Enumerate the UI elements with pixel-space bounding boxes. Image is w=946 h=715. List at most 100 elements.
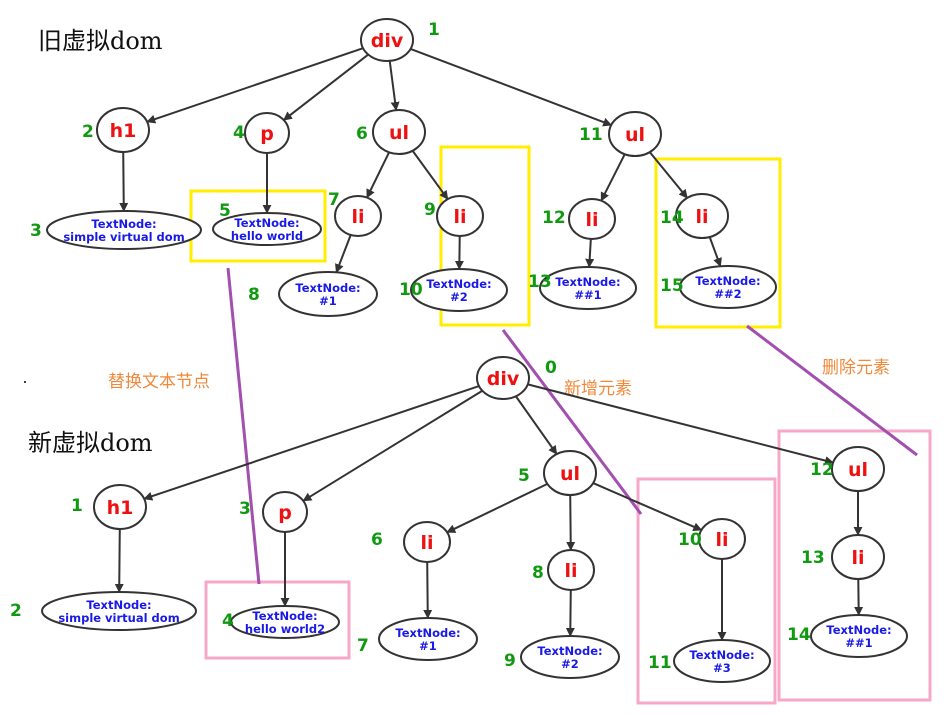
node-ellipse — [831, 534, 885, 580]
node-index-label: 9 — [504, 651, 516, 671]
node-index-label: 7 — [328, 190, 340, 210]
node-index-label: 15 — [660, 276, 684, 296]
connector-remove-element — [746, 324, 918, 457]
node-text-line2: #1 — [419, 639, 437, 653]
edge-n5-to-n8 — [566, 494, 576, 551]
old-node-li-14: li 14 — [660, 193, 729, 239]
node-index-label: 0 — [545, 358, 557, 378]
node-ellipse — [262, 491, 308, 533]
new-highlight-added-li — [636, 477, 777, 705]
node-index-label: 5 — [219, 201, 231, 221]
node-index-label: 1 — [71, 496, 83, 516]
node-text-line2: #3 — [713, 661, 731, 675]
node-index-label: 10 — [399, 280, 423, 300]
node-tag-label: ul — [848, 459, 868, 481]
node-index-label: 2 — [10, 601, 22, 621]
node-index-label: 4 — [222, 611, 234, 631]
node-text-line1: TextNode: — [537, 644, 602, 658]
node-text-line2: #2 — [561, 657, 579, 671]
node-tag-label: li — [585, 209, 598, 231]
node-tag-label: p — [260, 123, 274, 145]
node-ellipse — [539, 266, 637, 310]
node-ellipse — [212, 212, 322, 246]
node-index-label: 11 — [579, 125, 603, 145]
node-ellipse — [608, 111, 662, 157]
node-ellipse — [543, 450, 597, 496]
old-node-text-8: TextNode:#18 — [248, 271, 378, 317]
node-text-line1: TextNode: — [395, 626, 460, 640]
node-text-line2: simple virtual dom — [58, 611, 179, 625]
node-text-line2: hello world — [231, 229, 303, 243]
new-node-li-8: li8 — [532, 549, 595, 591]
node-text-line1: TextNode: — [826, 623, 891, 637]
node-index-label: 11 — [648, 653, 672, 673]
edge-o2-to-o3 — [119, 151, 129, 212]
annotation-remove-element: 删除元素 — [822, 358, 890, 378]
node-tag-label: li — [564, 560, 577, 582]
old-node-li-9: li9 — [424, 195, 484, 237]
node-ellipse — [476, 356, 530, 400]
edge-o11-to-o12 — [600, 153, 626, 202]
node-tag-label: h1 — [110, 120, 137, 142]
node-text-line1: TextNode: — [234, 216, 299, 230]
node-ellipse — [230, 605, 340, 639]
new-node-text-14: TextNode:##1 14 — [787, 614, 908, 658]
node-tag-label: div — [371, 30, 404, 52]
connector-replace-text — [226, 267, 261, 585]
node-ellipse — [673, 639, 771, 683]
old-node-text-10: TextNode:#210 — [399, 268, 508, 312]
node-index-label: 12 — [542, 208, 566, 228]
new-highlight-text-hello-world2 — [204, 580, 351, 660]
node-tag-label: h1 — [107, 497, 134, 519]
node-text-line1: TextNode: — [252, 609, 317, 623]
node-text-line1: TextNode: — [689, 648, 754, 662]
new-node-ul-5: ul5 — [518, 450, 597, 496]
node-ellipse — [831, 446, 885, 492]
node-index-label: 14 — [660, 208, 684, 228]
old-node-text-13: TextNode:##113 — [528, 266, 637, 310]
new-node-text-7: TextNode:#1 7 — [357, 617, 478, 661]
node-index-label: 5 — [518, 466, 530, 486]
node-text-line2: ##1 — [845, 636, 872, 650]
old-vdom-title: 旧虚拟dom — [38, 27, 163, 55]
node-index-label: 14 — [787, 625, 811, 645]
edge-n1-to-n2 — [114, 528, 124, 593]
node-index-label: 4 — [233, 123, 245, 143]
node-index-label: 9 — [424, 200, 436, 220]
node-ellipse — [698, 518, 746, 560]
node-ellipse — [520, 635, 620, 679]
node-ellipse — [360, 18, 414, 62]
edge-o1-to-o6 — [388, 60, 400, 112]
old-highlight-li-deleted — [654, 157, 782, 329]
edge-n0-to-n1 — [143, 385, 480, 501]
new-node-text-11: TextNode:#3 11 — [648, 639, 771, 683]
node-text-line1: TextNode: — [295, 281, 360, 295]
node-index-label: 6 — [356, 124, 368, 144]
node-index-label: 6 — [371, 530, 383, 550]
node-text-line1: TextNode: — [555, 275, 620, 289]
old-node-div-1: div 1 — [360, 18, 440, 62]
node-tag-label: ul — [625, 124, 645, 146]
node-tag-label: li — [420, 532, 433, 554]
node-tag-label: li — [351, 206, 364, 228]
old-node-text-15: TextNode:##215 — [660, 265, 777, 309]
annotation-replace-text: 替换文本节点 — [108, 372, 210, 392]
node-index-label: 13 — [528, 272, 552, 292]
node-index-label: 1 — [428, 20, 440, 40]
node-tag-label: li — [695, 206, 708, 228]
node-tag-label: li — [851, 547, 864, 569]
node-ellipse — [334, 195, 382, 237]
node-index-label: 7 — [357, 636, 369, 656]
edge-o6-to-o7 — [366, 151, 390, 199]
old-node-ul-6: ul6 — [356, 109, 426, 155]
node-ellipse — [278, 271, 378, 317]
node-tag-label: p — [278, 502, 292, 524]
